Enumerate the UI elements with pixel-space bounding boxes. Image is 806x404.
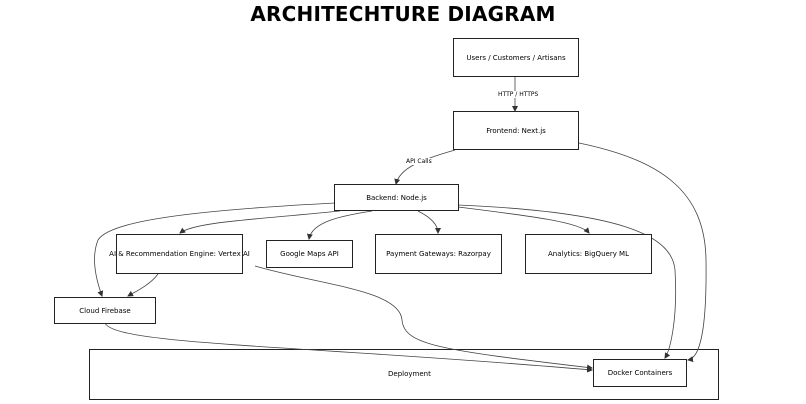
edge-label-http: HTTP / HTTPS <box>497 91 540 98</box>
node-frontend[interactable]: Frontend: Next.js <box>453 111 579 150</box>
deployment-region <box>89 349 719 400</box>
node-docker-label: Docker Containers <box>607 369 673 377</box>
edge-backend-firebase <box>94 202 336 297</box>
node-backend-label: Backend: Node.js <box>366 193 427 202</box>
node-ai-engine-label: AI & Recommendation Engine: Vertex AI <box>109 250 250 258</box>
node-users-label: Users / Customers / Artisans <box>466 53 566 62</box>
edge-backend-analytics <box>457 206 590 234</box>
node-maps[interactable]: Google Maps API <box>266 240 353 268</box>
node-analytics-label: Analytics: BigQuery ML <box>548 250 629 258</box>
deployment-label: Deployment <box>388 370 431 378</box>
node-users[interactable]: Users / Customers / Artisans <box>453 38 579 77</box>
edge-backend-maps <box>306 210 373 240</box>
edge-backend-ai <box>179 210 341 234</box>
node-backend[interactable]: Backend: Node.js <box>334 184 459 211</box>
diagram-title: ARCHITECHTURE DIAGRAM <box>250 2 556 26</box>
edge-firebase-docker <box>104 322 593 373</box>
node-docker[interactable]: Docker Containers <box>593 359 687 387</box>
edge-ai-docker <box>254 265 593 371</box>
node-maps-label: Google Maps API <box>280 250 339 258</box>
node-payments[interactable]: Payment Gateways: Razorpay <box>375 234 502 274</box>
edge-label-api: API Calls <box>405 158 433 165</box>
edge-backend-docker <box>457 204 676 359</box>
edge-backend-payments <box>417 210 441 234</box>
node-firebase[interactable]: Cloud Firebase <box>54 297 156 324</box>
edge-frontend-backend <box>394 149 456 185</box>
edge-ai-firebase <box>127 273 159 297</box>
node-frontend-label: Frontend: Next.js <box>486 126 546 135</box>
edge-frontend-docker <box>578 142 707 363</box>
node-analytics[interactable]: Analytics: BigQuery ML <box>525 234 652 274</box>
node-firebase-label: Cloud Firebase <box>79 306 131 315</box>
node-payments-label: Payment Gateways: Razorpay <box>386 250 491 258</box>
node-ai-engine[interactable]: AI & Recommendation Engine: Vertex AI <box>109 234 250 274</box>
